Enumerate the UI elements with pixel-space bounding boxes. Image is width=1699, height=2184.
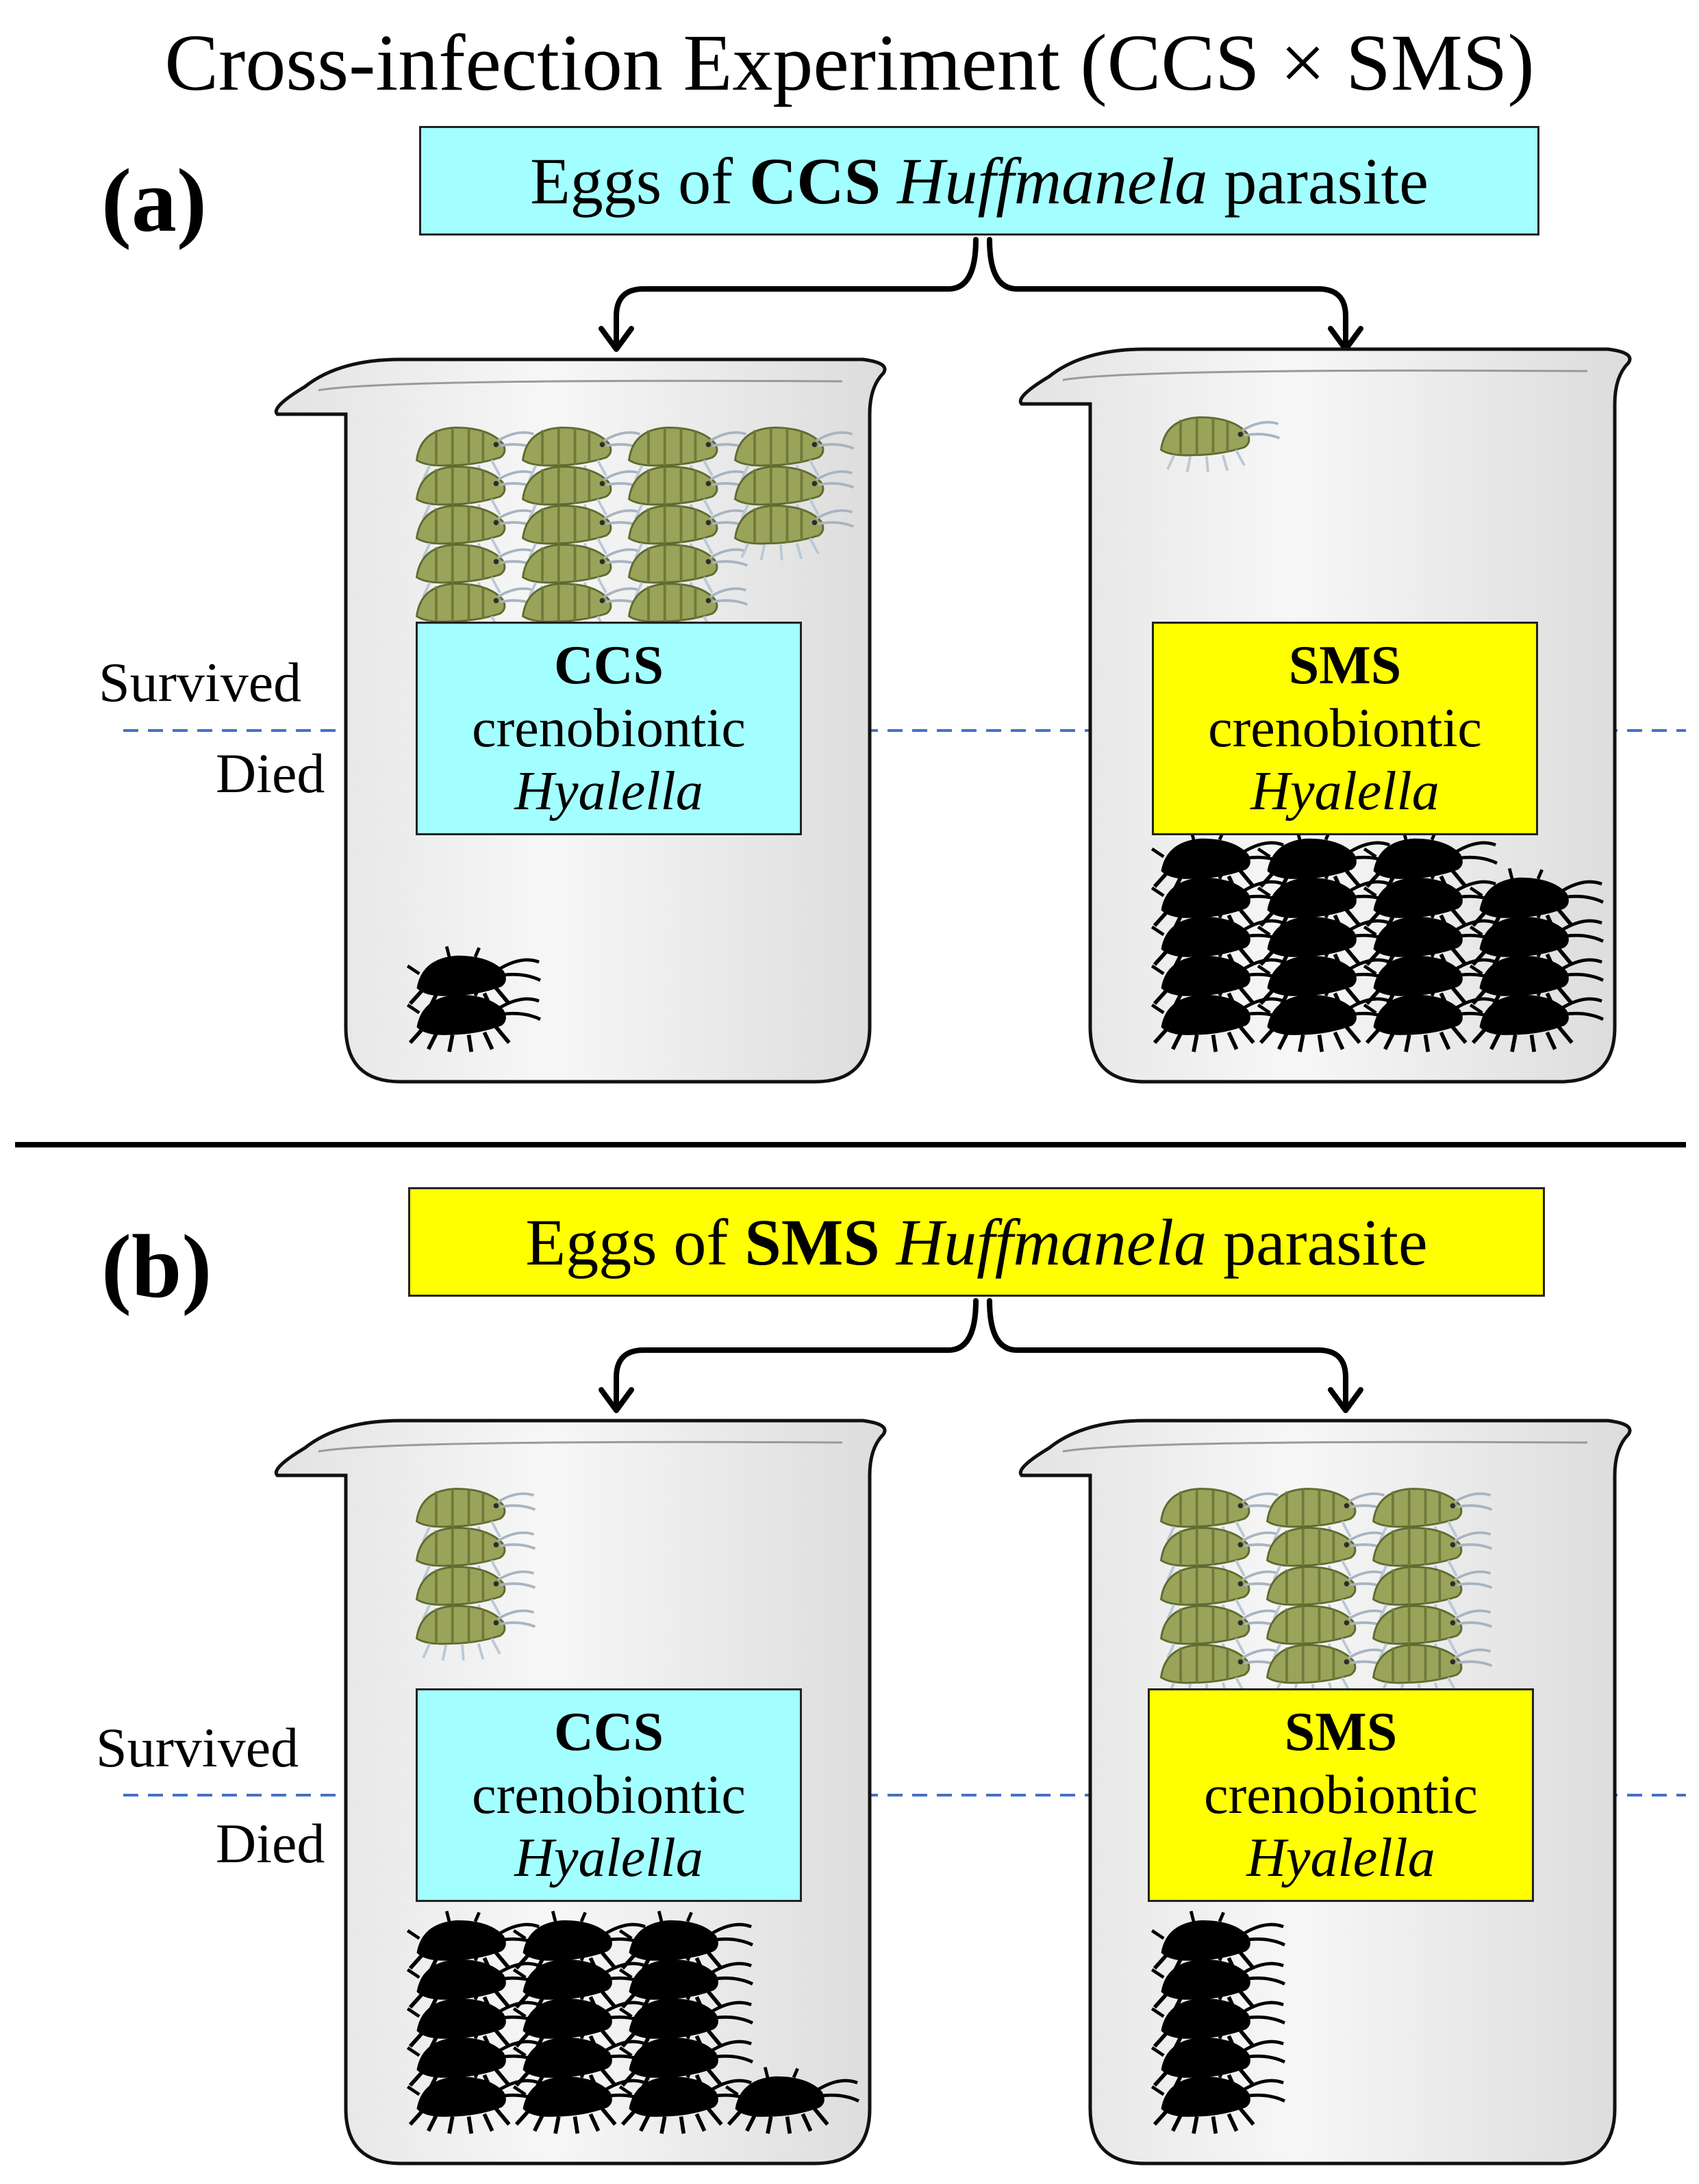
bracket-arrow-right-a [987,237,1348,348]
beaker-rim [1062,369,1588,381]
host-box-a-sms: SMS crenobiontic Hyalella [1152,622,1538,835]
host-strain: CCS [553,1702,664,1762]
bracket-arrow-left-a [614,237,979,348]
host-type: crenobiontic [472,1765,746,1825]
panel-label-a: (a) [101,150,207,251]
survived-label-a: Survived [99,651,302,713]
host-genus: Hyalella [1250,761,1439,822]
parasite-prefix: Eggs of [525,1205,729,1279]
figure-title: Cross-infection Experiment (CCS × SMS) [164,18,1535,107]
parasite-strain: CCS [749,144,881,218]
parasite-prefix: Eggs of [530,144,733,218]
host-box-a-ccs: CCS crenobiontic Hyalella [416,622,802,835]
survived-label-b: Survived [96,1716,299,1779]
parasite-box-a: Eggs of CCS Huffmanela parasite [419,126,1539,236]
beaker-rim [1062,1440,1588,1453]
host-strain: SMS [1284,1702,1398,1762]
parasite-genus: Huffmanela [896,1205,1207,1279]
bracket-arrow-right-b [987,1298,1348,1410]
host-type: crenobiontic [1208,698,1482,759]
beaker-rim [318,379,843,392]
parasite-strain: SMS [744,1205,880,1279]
arrowhead-right-b [1328,1387,1363,1413]
bracket-arrow-left-b [614,1298,979,1410]
host-type: crenobiontic [472,698,746,759]
panel-label-b: (b) [101,1216,212,1317]
host-genus: Hyalella [514,761,703,822]
host-genus: Hyalella [1246,1828,1435,1888]
parasite-suffix: parasite [1224,144,1429,218]
parasite-genus: Huffmanela [897,144,1208,218]
host-type: crenobiontic [1204,1765,1478,1825]
host-strain: SMS [1288,635,1402,696]
host-strain: CCS [553,635,664,696]
died-label-b: Died [216,1812,325,1875]
arrowhead-left-a [599,326,634,352]
beaker-rim [318,1440,843,1453]
arrowhead-left-b [599,1387,634,1413]
host-box-b-sms: SMS crenobiontic Hyalella [1148,1688,1534,1902]
died-label-a: Died [216,742,325,804]
parasite-suffix: parasite [1223,1205,1428,1279]
host-box-b-ccs: CCS crenobiontic Hyalella [416,1688,802,1902]
host-genus: Hyalella [514,1828,703,1888]
parasite-box-b: Eggs of SMS Huffmanela parasite [408,1187,1545,1297]
